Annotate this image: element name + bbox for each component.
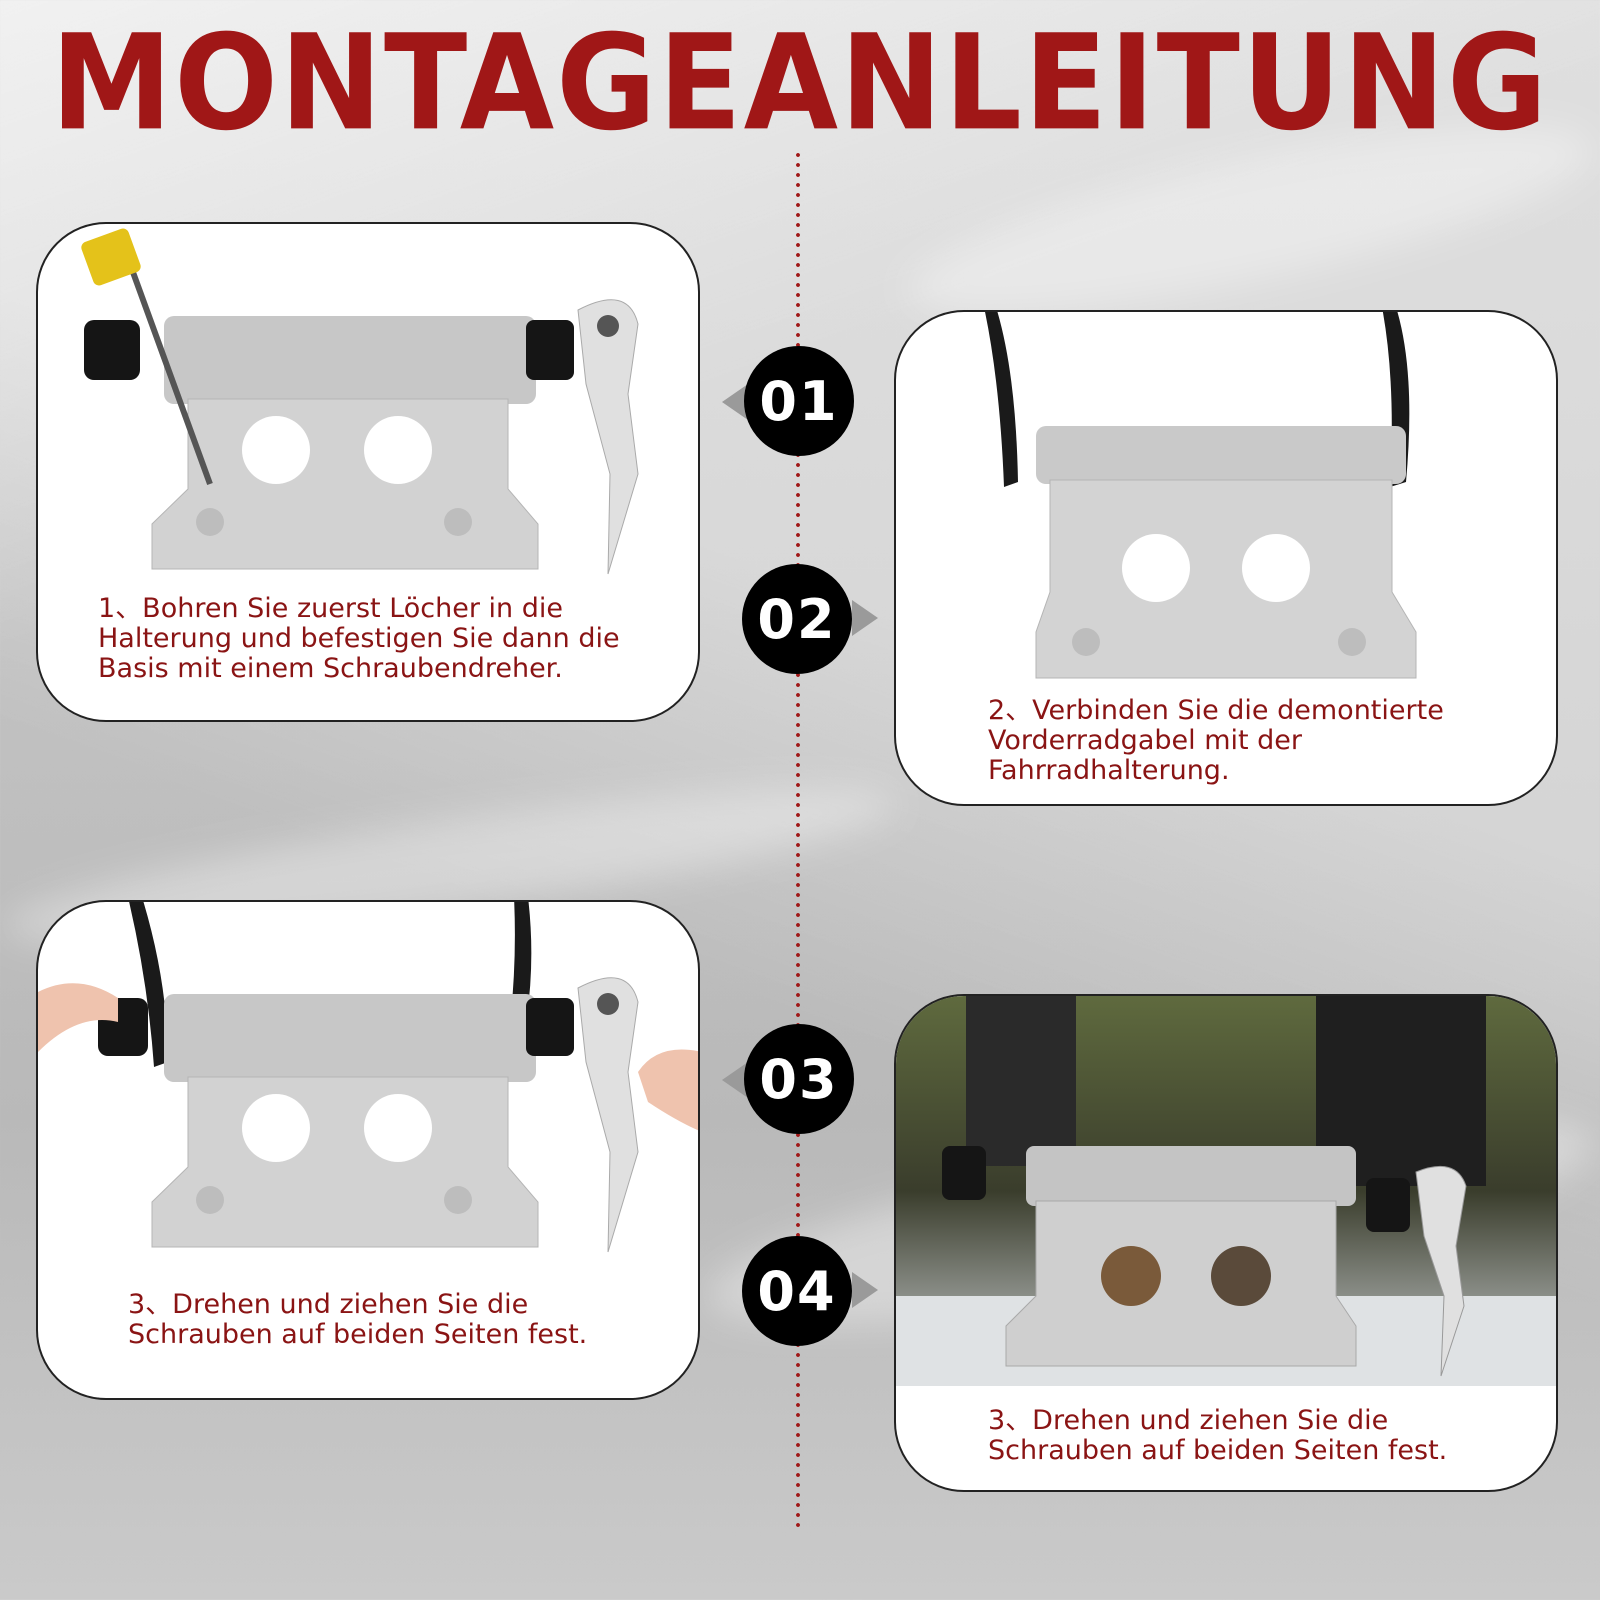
step-badge-04: 04 <box>742 1236 852 1346</box>
arrow-left-icon <box>722 384 748 420</box>
caption-line: 2、Verbinden Sie die demontierte <box>988 695 1444 726</box>
step-2-caption: 2、Verbinden Sie die demontierte Vorderra… <box>988 696 1444 786</box>
step-3-card: 3、Drehen und ziehen Sie die Schrauben au… <box>36 900 700 1400</box>
step-badge-02: 02 <box>742 564 852 674</box>
tightening-image <box>38 902 698 1253</box>
dotted-divider <box>796 150 800 1530</box>
fork-mount-image <box>985 312 1417 679</box>
caption-line: 3、Drehen und ziehen Sie die <box>128 1289 529 1320</box>
step-1-caption: 1、Bohren Sie zuerst Löcher in die Halter… <box>98 594 620 684</box>
step-4-card: 3、Drehen und ziehen Sie die Schrauben au… <box>894 994 1558 1492</box>
arrow-right-icon <box>852 600 878 636</box>
caption-line: Halterung und befestigen Sie dann die <box>98 623 620 654</box>
step-badge-01: 01 <box>744 346 854 456</box>
arrow-right-icon <box>852 1272 878 1308</box>
step-3-caption: 3、Drehen und ziehen Sie die Schrauben au… <box>128 1290 587 1350</box>
installed-photo <box>896 996 1556 1386</box>
caption-line: Fahrradhalterung. <box>988 755 1230 786</box>
page-title: MONTAGEANLEITUNG <box>50 6 1550 160</box>
caption-line: 3、Drehen und ziehen Sie die <box>988 1405 1389 1436</box>
step-4-caption: 3、Drehen und ziehen Sie die Schrauben au… <box>988 1406 1447 1466</box>
caption-line: 1、Bohren Sie zuerst Löcher in die <box>98 593 563 624</box>
arrow-left-icon <box>722 1062 748 1098</box>
caption-line: Schrauben auf beiden Seiten fest. <box>128 1319 588 1350</box>
caption-line: Schrauben auf beiden Seiten fest. <box>988 1435 1448 1466</box>
step-2-card: 2、Verbinden Sie die demontierte Vorderra… <box>894 310 1558 806</box>
step-1-card: 1、Bohren Sie zuerst Löcher in die Halter… <box>36 222 700 722</box>
caption-line: Basis mit einem Schraubendreher. <box>98 653 563 684</box>
caption-line: Vorderradgabel mit der <box>988 725 1303 756</box>
bike-mount-image <box>81 228 639 575</box>
step-badge-03: 03 <box>744 1024 854 1134</box>
